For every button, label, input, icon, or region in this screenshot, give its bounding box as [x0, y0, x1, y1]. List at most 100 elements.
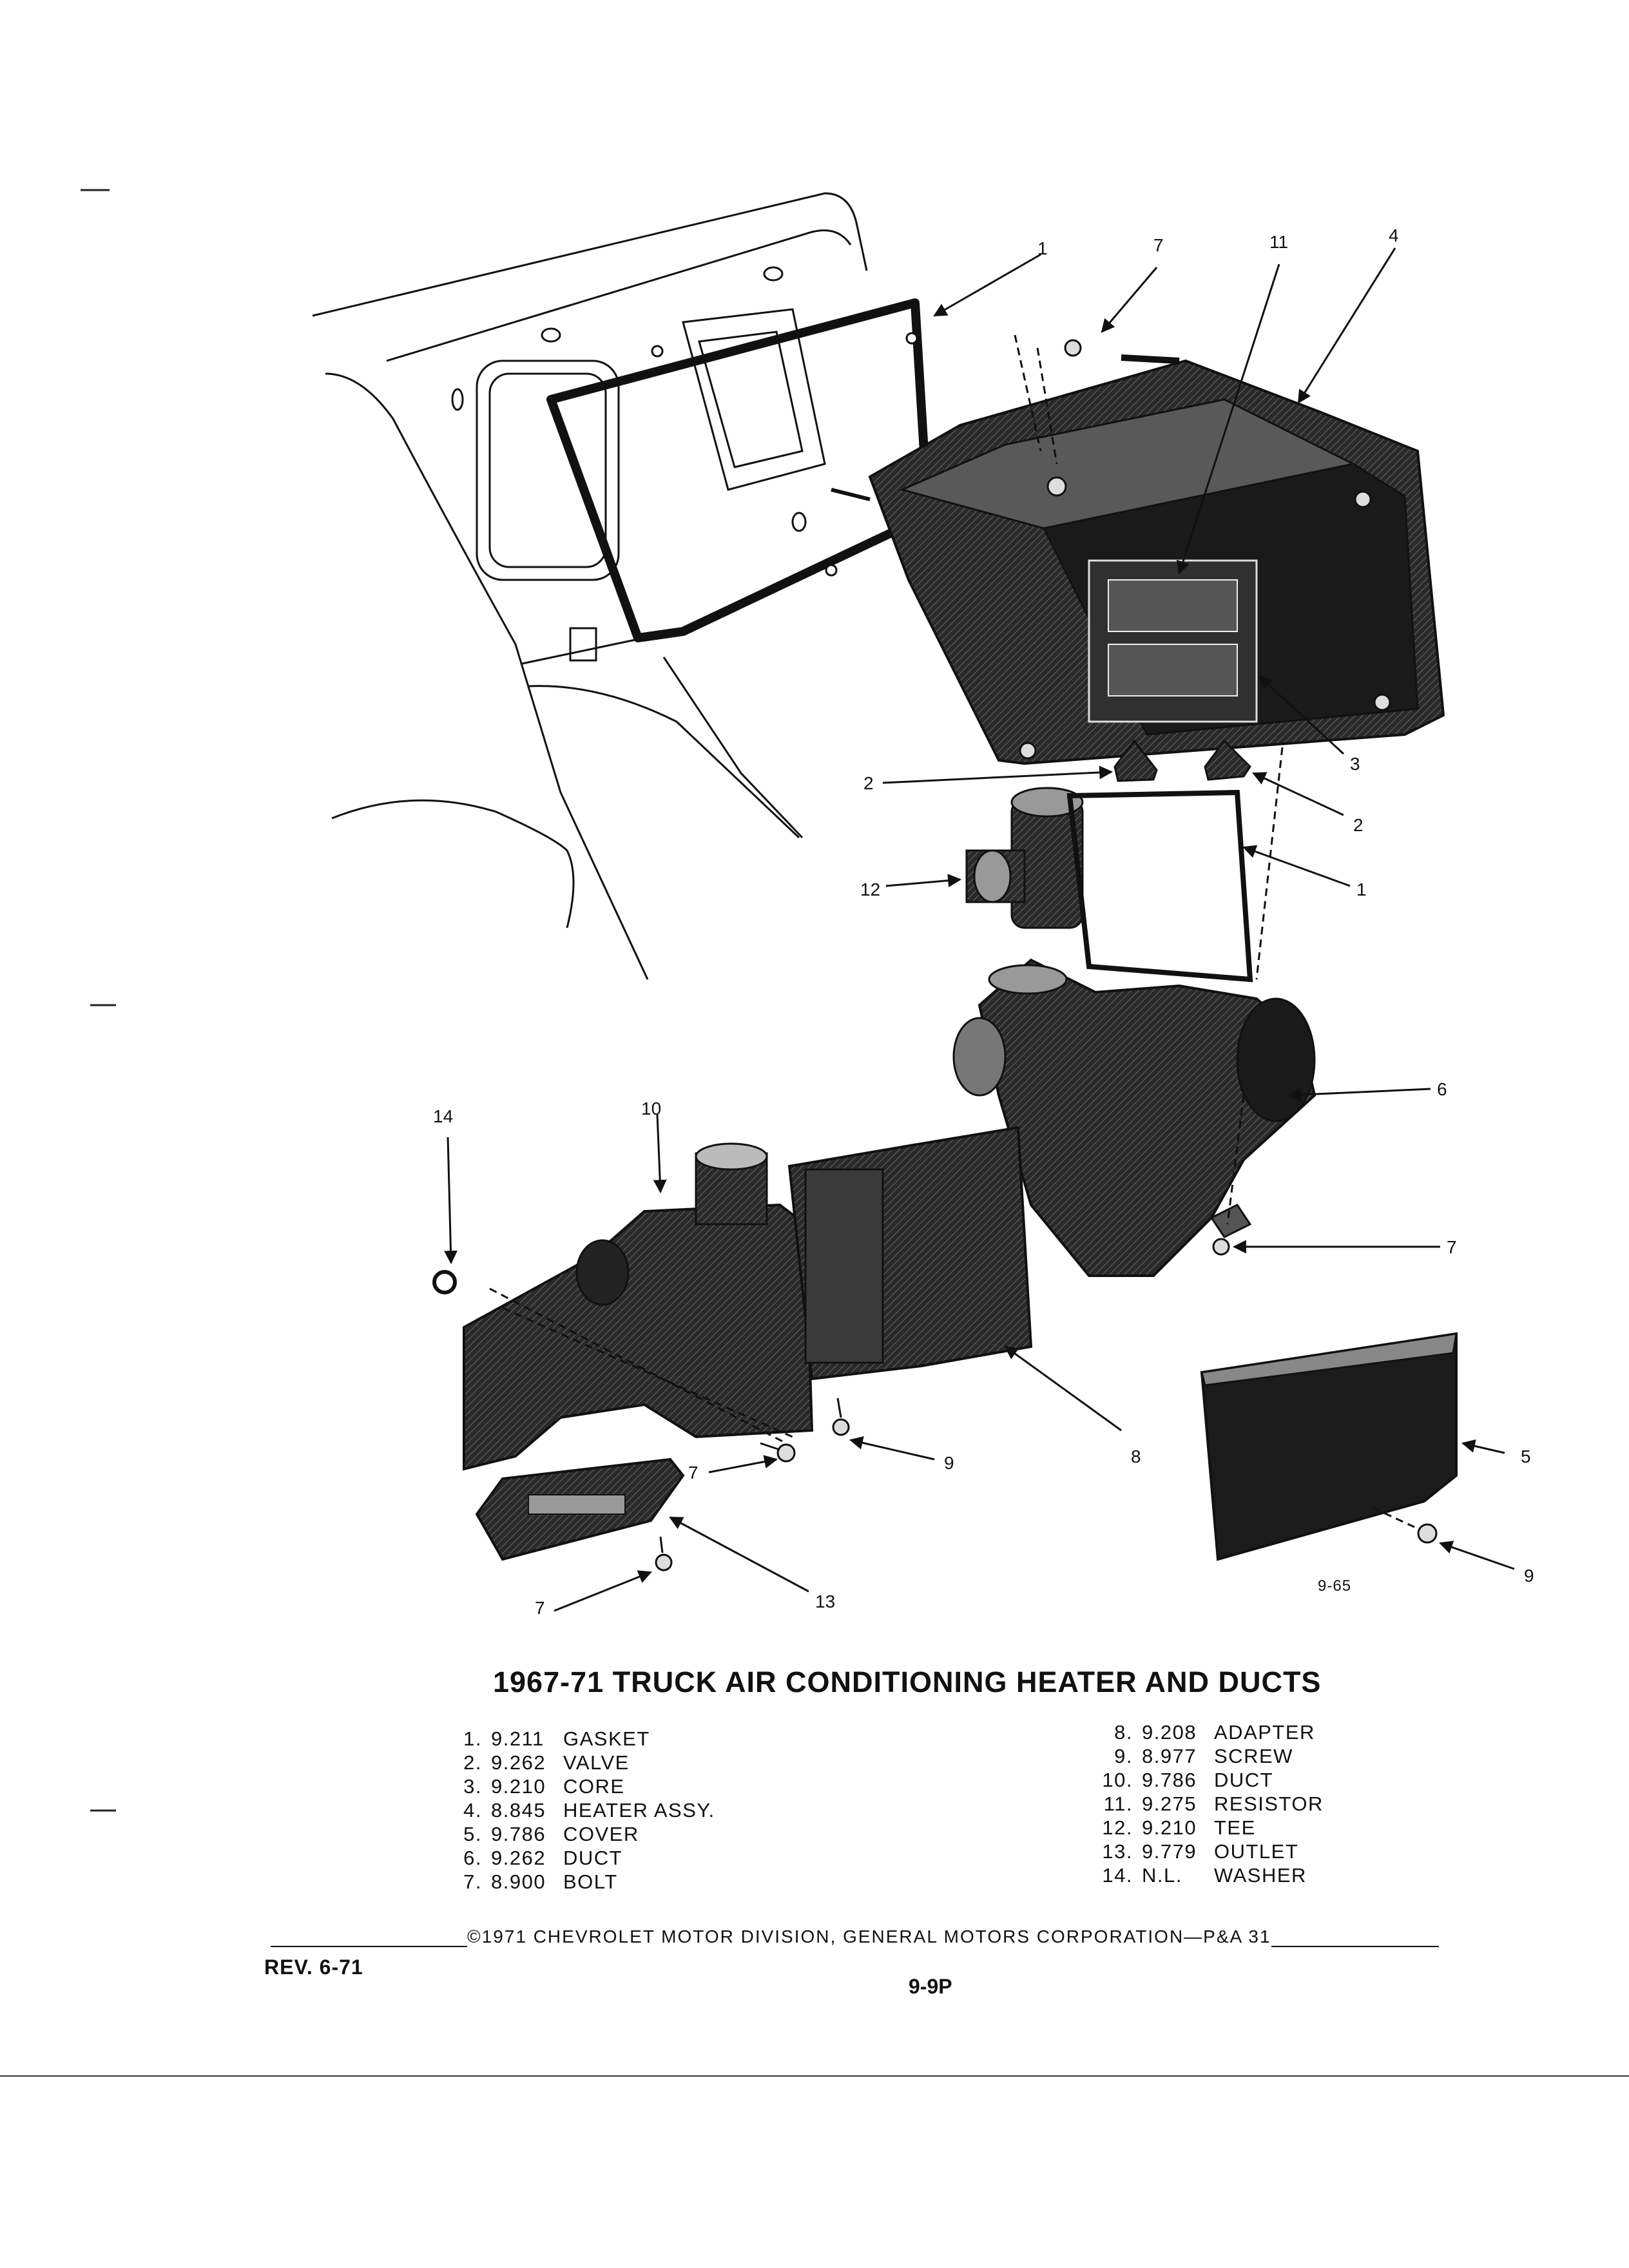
callout-7-lower: 7: [535, 1598, 545, 1618]
outlet: [475, 1457, 685, 1561]
gasket-lower: [1066, 789, 1253, 983]
callout-10: 10: [641, 1099, 661, 1119]
callout-labels: 1 7 11 4 3 2 2 12 1 14 10 6 7 8 9 7 5 9 …: [433, 226, 1534, 1618]
part-number: 5.: [463, 1823, 482, 1845]
part-name: COVER: [563, 1823, 639, 1845]
part-name: HEATER ASSY.: [563, 1799, 715, 1821]
page-title: 1967-71 TRUCK AIR CONDITIONING HEATER AN…: [493, 1666, 1322, 1698]
part-name: DUCT: [563, 1847, 623, 1869]
parts-row: 3. 9.210 CORE: [445, 1774, 715, 1798]
page-number: 9-9P: [909, 1975, 952, 1998]
part-name: CORE: [563, 1775, 625, 1798]
part-number: 1.: [463, 1727, 482, 1750]
callout-6: 6: [1437, 1079, 1447, 1099]
parts-row: 4. 8.845 HEATER ASSY.: [445, 1798, 715, 1822]
part-name: ADAPTER: [1214, 1721, 1315, 1744]
part-number: 13.: [1102, 1840, 1133, 1863]
parts-list-right: 8. 9.208 ADAPTER 9. 8.977 SCREW 10. 9.786 DUCT…: [1095, 1720, 1324, 1887]
part-code: 9.211: [491, 1727, 545, 1750]
valves: [1113, 739, 1251, 782]
copyright-text: ©1971 CHEVROLET MOTOR DIVISION, GENERAL …: [467, 1927, 1271, 1946]
part-number: 8.: [1114, 1721, 1133, 1744]
part-number: 11.: [1103, 1792, 1133, 1815]
part-code: 9.210: [1142, 1816, 1197, 1839]
duct-main: [952, 958, 1316, 1277]
callout-9-center: 9: [944, 1453, 954, 1473]
adapter: [787, 1126, 1033, 1381]
gasket-upper: [546, 298, 932, 642]
callout-13: 13: [815, 1591, 835, 1611]
parts-row: 9. 8.977 SCREW: [1095, 1744, 1324, 1768]
callout-9-right: 9: [1524, 1566, 1534, 1586]
tee-fitting: [965, 787, 1084, 929]
parts-row: 2. 9.262 VALVE: [445, 1751, 715, 1774]
part-number: 6.: [463, 1847, 482, 1869]
parts-list-left: 1. 9.211 GASKET 2. 9.262 VALVE 3. 9.210 CORE 4…: [445, 1727, 715, 1894]
part-code: 8.900: [491, 1870, 546, 1893]
part-code: 9.275: [1142, 1792, 1197, 1815]
part-code: 9.786: [491, 1823, 546, 1845]
copyright-footer: ©1971 CHEVROLET MOTOR DIVISION, GENERAL …: [271, 1927, 1559, 1947]
revision-label: REV. 6-71: [264, 1956, 363, 1979]
leader-lines: [444, 247, 1515, 1612]
part-name: GASKET: [563, 1727, 650, 1750]
parts-row: 12. 9.210 TEE: [1095, 1816, 1324, 1840]
part-number: 7.: [463, 1870, 482, 1893]
callout-11: 11: [1269, 232, 1288, 252]
part-number: 9.: [1114, 1745, 1133, 1767]
dashboard-panel: [312, 192, 868, 980]
footer-rule-left: [271, 1929, 467, 1947]
cover: [1200, 1332, 1458, 1561]
heater-assembly: [831, 354, 1445, 765]
callout-8: 8: [1131, 1446, 1141, 1466]
fasteners: [655, 339, 1438, 1571]
part-name: VALVE: [563, 1751, 630, 1774]
parts-row: 6. 9.262 DUCT: [445, 1846, 715, 1870]
part-name: BOLT: [563, 1870, 618, 1893]
part-code: 8.977: [1142, 1745, 1197, 1767]
callout-2-right: 2: [1353, 815, 1364, 835]
parts-row: 11. 9.275 RESISTOR: [1095, 1792, 1324, 1816]
callout-14: 14: [433, 1106, 453, 1126]
part-code: 8.845: [491, 1799, 546, 1821]
callout-3: 3: [1350, 754, 1360, 774]
parts-row: 7. 8.900 BOLT: [445, 1870, 715, 1894]
part-name: DUCT: [1214, 1769, 1274, 1791]
part-code: N.L.: [1142, 1864, 1182, 1887]
part-number: 12.: [1102, 1816, 1133, 1839]
parts-row: 5. 9.786 COVER: [445, 1822, 715, 1846]
part-number: 10.: [1102, 1769, 1133, 1791]
callout-1-upper: 1: [1037, 238, 1048, 258]
callout-5: 5: [1521, 1446, 1531, 1466]
parts-row: 1. 9.211 GASKET: [445, 1727, 715, 1751]
callout-12: 12: [860, 879, 880, 899]
callout-1-lower: 1: [1356, 879, 1367, 899]
part-number: 2.: [463, 1751, 482, 1774]
part-name: RESISTOR: [1214, 1792, 1324, 1815]
footer-rule-right: [1271, 1929, 1439, 1947]
part-code: 9.786: [1142, 1769, 1197, 1791]
callout-7-center: 7: [688, 1463, 699, 1483]
part-name: WASHER: [1214, 1864, 1307, 1887]
part-number: 14.: [1102, 1864, 1133, 1887]
callout-4: 4: [1389, 226, 1399, 245]
parts-row: 10. 9.786 DUCT: [1095, 1768, 1324, 1792]
part-code: 9.262: [491, 1751, 546, 1774]
margin-marks: [81, 189, 116, 1812]
part-number: 3.: [463, 1775, 482, 1798]
part-code: 9.208: [1142, 1721, 1197, 1744]
part-code: 9.779: [1142, 1840, 1197, 1863]
callout-2-left: 2: [863, 773, 874, 793]
figure-id: 9-65: [1318, 1577, 1352, 1595]
parts-row: 14. N.L. WASHER: [1095, 1863, 1324, 1887]
part-name: TEE: [1214, 1816, 1256, 1839]
duct-left: [432, 1142, 814, 1471]
part-number: 4.: [463, 1799, 482, 1821]
part-name: SCREW: [1214, 1745, 1293, 1767]
callout-7-upper: 7: [1153, 235, 1164, 255]
parts-row: 8. 9.208 ADAPTER: [1095, 1720, 1324, 1744]
part-code: 9.210: [491, 1775, 546, 1798]
part-code: 9.262: [491, 1847, 546, 1869]
